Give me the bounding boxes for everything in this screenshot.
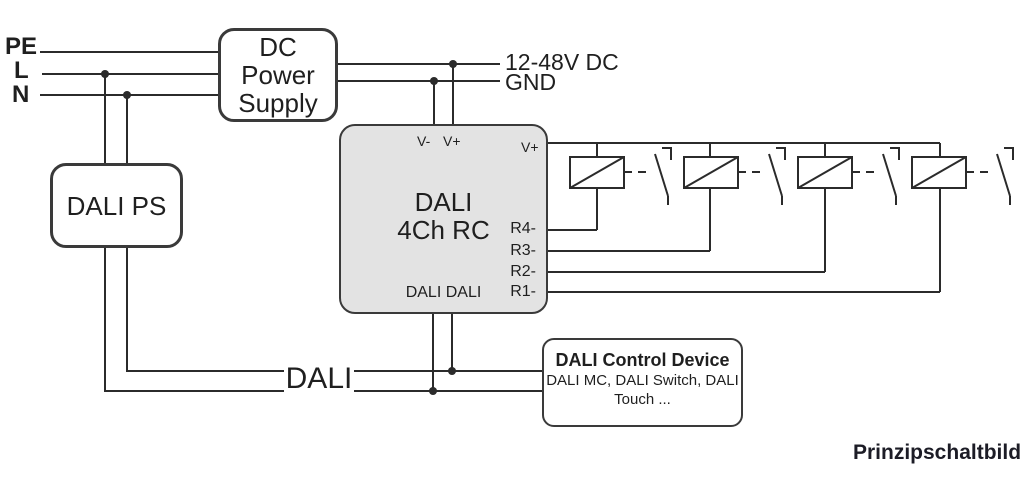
dali-4ch-rc-box: V- V+ V+ DALI 4Ch RC R4- R3- R2- R1- DAL… [339, 124, 548, 314]
terminal-v-plus-out: V+ [521, 139, 539, 155]
terminal-r2: R2- [510, 263, 536, 280]
relay-coil-ch3 [683, 156, 739, 189]
relay-coil-ch2 [797, 156, 853, 189]
switch-contact-ch2 [852, 147, 900, 205]
label-n: N [12, 81, 30, 108]
terminal-v-minus: V- [417, 133, 431, 149]
dc-power-supply-line2: Power [241, 60, 315, 90]
dali-ps-box: DALI PS [50, 163, 183, 248]
wire-dali-bus-upper [126, 248, 542, 372]
diagram-caption: Prinzipschaltbild [853, 441, 1022, 464]
junction-dot-l [101, 70, 109, 78]
wire-r4-return [548, 188, 598, 231]
dali-4ch-rc-title-line2: 4Ch RC [397, 215, 490, 245]
dali-4ch-rc-title: DALI 4Ch RC [341, 188, 546, 244]
dali-control-device-subtitle2: Touch ... [614, 391, 671, 408]
wire-r3-return [548, 188, 711, 252]
terminal-r4: R4- [510, 220, 536, 237]
switch-contact-ch1 [966, 147, 1014, 205]
junction-dot-n [123, 91, 131, 99]
dali-ps-label: DALI PS [66, 190, 167, 221]
junction-dot-bus-upper [448, 367, 456, 375]
terminal-v-plus: V+ [443, 133, 461, 149]
terminal-r1: R1- [510, 283, 536, 300]
relay-coil-ch4 [569, 156, 625, 189]
dali-control-device-title: DALI Control Device [555, 350, 730, 370]
wire-r1-return [548, 188, 941, 293]
dc-power-supply-label: DC Power Supply [238, 33, 318, 117]
dc-power-supply-box: DC Power Supply [218, 28, 338, 122]
dali-4ch-rc-title-line1: DALI [414, 187, 473, 217]
switch-contact-ch4 [624, 147, 672, 205]
dali-control-device-subtitle1: DALI MC, DALI Switch, DALI [546, 372, 739, 389]
label-dali-bus: DALI [284, 360, 354, 398]
dc-power-supply-line1: DC [259, 32, 297, 62]
junction-dot-vplus [449, 60, 457, 68]
junction-dot-bus-lower [429, 387, 437, 395]
dali-control-device-box: DALI Control Device DALI MC, DALI Switch… [542, 338, 743, 427]
label-l: L [14, 57, 29, 84]
terminal-r3: R3- [510, 242, 536, 259]
switch-contact-ch3 [738, 147, 786, 205]
label-pe: PE [5, 33, 38, 60]
junction-dot-gnd [430, 77, 438, 85]
terminal-dali-dali: DALI DALI [405, 284, 482, 301]
dc-power-supply-line3: Supply [238, 88, 318, 118]
wire-dali-bus-lower [104, 248, 542, 392]
wire-r2-return [548, 188, 826, 273]
label-voltage-output: 12-48V DC [505, 49, 619, 75]
label-gnd: GND [505, 69, 557, 95]
wire-relay-coil-tops [596, 143, 941, 157]
relay-coil-ch1 [911, 156, 967, 189]
